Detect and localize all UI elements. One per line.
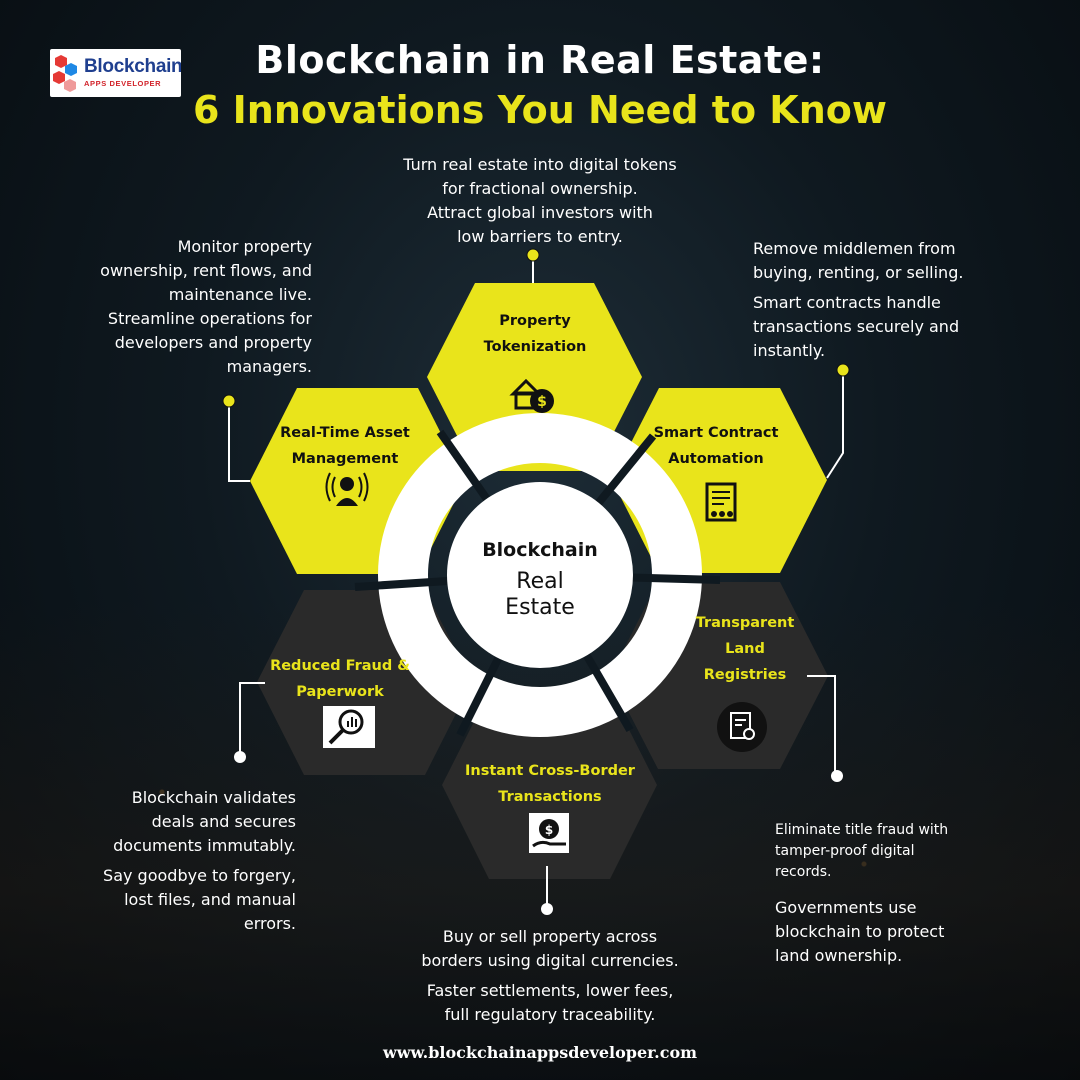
page-title: Blockchain in Real Estate:: [255, 38, 825, 82]
connector-dot-smart-contract: [836, 363, 850, 377]
hex-cross-border: [442, 692, 657, 879]
connector-dot-asset-management: [222, 394, 236, 408]
house-coin-icon: $: [509, 378, 554, 413]
svg-text:$: $: [545, 823, 553, 837]
hex-label-reduced-fraud: Reduced Fraud & Paperwork: [270, 658, 410, 700]
user-broadcast-icon: [325, 472, 369, 506]
hex-label-tokenization: Property Tokenization: [483, 313, 587, 355]
hex-label-asset-management: Real-Time Asset Management: [280, 425, 410, 467]
hex-label-smart-contract: Smart Contract Automation: [653, 425, 779, 467]
connector-dot-cross-border: [541, 903, 553, 915]
center-subtitle: Real Estate: [505, 569, 575, 620]
smart-contract-icon: [705, 482, 737, 522]
logo-wordmark: Blockchain: [84, 56, 181, 77]
connector-dot-land-registries: [831, 770, 843, 782]
logo-cubes-icon: [53, 55, 77, 92]
footer-website-link[interactable]: www.blockchainappsdeveloper.com: [382, 1043, 698, 1062]
magnifier-chart-icon: [323, 706, 375, 748]
hex-label-cross-border: Instant Cross-Border Transactions: [465, 763, 635, 805]
company-logo: Blockchain APPS DEVELOPER: [50, 49, 181, 97]
connector-dot-reduced-fraud: [234, 751, 246, 763]
svg-text:$: $: [537, 394, 547, 410]
logo-subtitle: APPS DEVELOPER: [84, 79, 162, 88]
hex-label-land-registries: Transparent Land Registries: [695, 615, 795, 683]
center-disc: [447, 482, 633, 668]
center-title: Blockchain: [482, 539, 598, 561]
connector-dot-tokenization: [526, 248, 540, 262]
hand-money-bag-icon: $: [529, 813, 569, 853]
certificate-icon: [717, 702, 767, 752]
page-subtitle: 6 Innovations You Need to Know: [192, 88, 888, 132]
